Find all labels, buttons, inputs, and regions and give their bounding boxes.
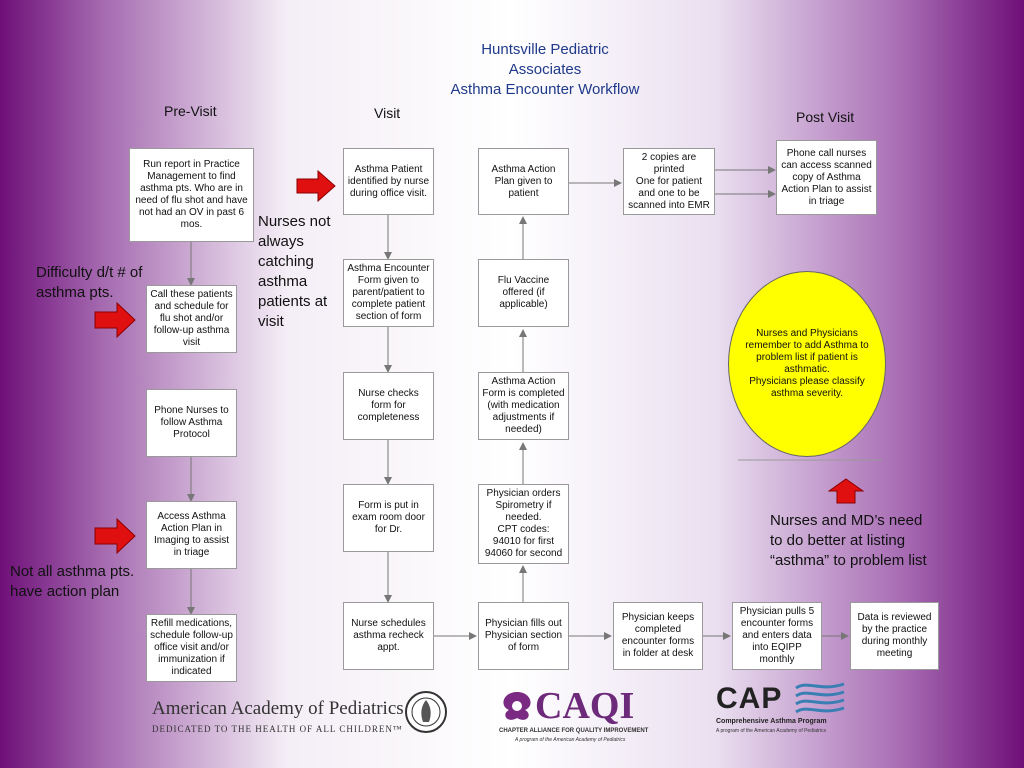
nurse-schedules-recheck-box: Nurse schedules asthma recheck appt.: [343, 602, 434, 670]
physician-pulls-forms-box: Physician pulls 5 encounter forms and en…: [732, 602, 822, 670]
aap-logo-name: American Academy of Pediatrics: [152, 698, 404, 719]
copies-printed-box: 2 copies are printed One for patient and…: [623, 148, 715, 215]
red-arrow-right-icon: [94, 518, 136, 554]
cap-logo-program: A program of the American Academy of Ped…: [716, 728, 827, 734]
caqi-logo-name: CAQI: [535, 685, 635, 727]
red-arrow-right-icon: [296, 170, 336, 202]
problem-list-reminder-circle: Nurses and Physicians remember to add As…: [728, 271, 886, 457]
call-patients-box: Call these patients and schedule for flu…: [146, 285, 237, 353]
aap-logo: American Academy of Pediatrics DEDICATED…: [152, 691, 452, 744]
caqi-logo-subtitle: CHAPTER ALLIANCE FOR QUALITY IMPROVEMENT: [499, 728, 649, 734]
red-arrow-right-icon: [94, 302, 136, 338]
difficulty-note: Difficulty d/t # of asthma pts.: [36, 264, 143, 301]
column-heading-visit: Visit: [374, 105, 401, 121]
page-title: Huntsville Pediatric Associates Asthma E…: [390, 40, 700, 100]
data-reviewed-box: Data is reviewed by the practice during …: [850, 602, 939, 670]
action-form-completed-box: Asthma Action Form is completed (with me…: [478, 372, 569, 440]
phone-nurses-box: Phone Nurses to follow Asthma Protocol: [146, 389, 237, 457]
phone-call-nurses-box: Phone call nurses can access scanned cop…: [776, 140, 877, 215]
cap-logo-name: CAP: [716, 682, 783, 715]
title-line-3: Asthma Encounter Workflow: [450, 81, 640, 98]
spirometry-box: Physician orders Spirometry if needed. C…: [478, 484, 569, 564]
caqi-swirl-icon: [503, 692, 531, 720]
access-action-plan-box: Access Asthma Action Plan in Imaging to …: [146, 501, 237, 569]
problem-list-reminder-text: Nurses and Physicians remember to add As…: [745, 328, 869, 399]
physician-keeps-forms-box: Physician keeps completed encounter form…: [613, 602, 703, 670]
refill-medications-box: Refill medications, schedule follow-up o…: [146, 614, 237, 682]
red-arrow-up-icon: [828, 478, 864, 504]
flu-vaccine-box: Flu Vaccine offered (if applicable): [478, 259, 569, 327]
cap-waves-icon: [795, 682, 845, 714]
caqi-logo: CAQI CHAPTER ALLIANCE FOR QUALITY IMPROV…: [497, 685, 667, 746]
title-line-2: Associates: [508, 61, 582, 78]
better-listing-note: Nurses and MD’s need to do better at lis…: [770, 512, 927, 569]
action-plan-given-box: Asthma Action Plan given to patient: [478, 148, 569, 215]
physician-fills-form-box: Physician fills out Physician section of…: [478, 602, 569, 670]
run-report-box: Run report in Practice Management to fin…: [129, 148, 254, 242]
column-heading-pre-visit: Pre-Visit: [164, 103, 217, 119]
nurses-not-catching-note: Nurses not always catching asthma patien…: [258, 213, 331, 330]
not-all-action-plan-note: Not all asthma pts. have action plan: [10, 563, 135, 600]
nurse-checks-form-box: Nurse checks form for completeness: [343, 372, 434, 440]
caqi-logo-program: A program of the American Academy of Ped…: [515, 737, 626, 743]
aap-logo-tagline: DEDICATED TO THE HEALTH OF ALL CHILDREN™: [152, 724, 403, 734]
title-line-1: Huntsville Pediatric: [481, 41, 609, 58]
encounter-form-given-box: Asthma Encounter Form given to parent/pa…: [343, 259, 434, 327]
aap-seal-icon: [405, 691, 447, 733]
cap-logo: CAP Comprehensive Asthma Program A progr…: [716, 680, 846, 746]
column-heading-post-visit: Post Visit: [796, 109, 855, 125]
cap-logo-subtitle: Comprehensive Asthma Program: [716, 718, 827, 725]
form-in-exam-room-box: Form is put in exam room door for Dr.: [343, 484, 434, 552]
patient-identified-box: Asthma Patient identified by nurse durin…: [343, 148, 434, 215]
